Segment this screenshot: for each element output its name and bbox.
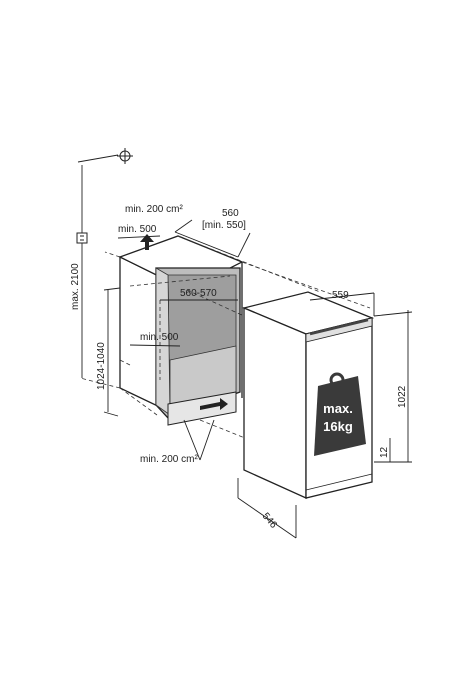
niche-height-label: 1024-1040 — [96, 342, 107, 390]
min-200cm2-bottom-label: min. 200 cm² — [140, 454, 198, 465]
airflow-arrow-bottom-icon — [200, 398, 228, 410]
width-560-label: 560 — [222, 208, 239, 219]
niche-cabinet — [118, 235, 244, 426]
min-500-top-label: min. 500 — [118, 224, 157, 235]
power-plug-icon — [76, 232, 88, 244]
inner-width-label: 560-570 — [180, 288, 217, 299]
max-2100-label: max. 2100 — [70, 263, 81, 310]
weight-label-line1: max. — [323, 401, 353, 416]
airflow-arrow-icon — [140, 234, 154, 250]
width-min-550-label: [min. 550] — [202, 220, 246, 231]
crosshair-icon — [117, 148, 133, 164]
niche-to-appliance-projection — [79, 235, 371, 441]
appliance-height-label: 1022 — [397, 385, 408, 408]
depth-546-label: 546 — [260, 511, 279, 531]
plinth-12-label: 12 — [379, 446, 390, 458]
min-500-inner-label: min. 500 — [140, 332, 179, 343]
weight-label-line2: 16kg — [323, 419, 353, 434]
min-200cm2-top-label: min. 200 cm² — [125, 204, 183, 215]
dimension-lines — [77, 154, 413, 539]
appliance-width-label: 559 — [332, 290, 349, 301]
weight-icon: max. 16kg — [314, 372, 366, 456]
